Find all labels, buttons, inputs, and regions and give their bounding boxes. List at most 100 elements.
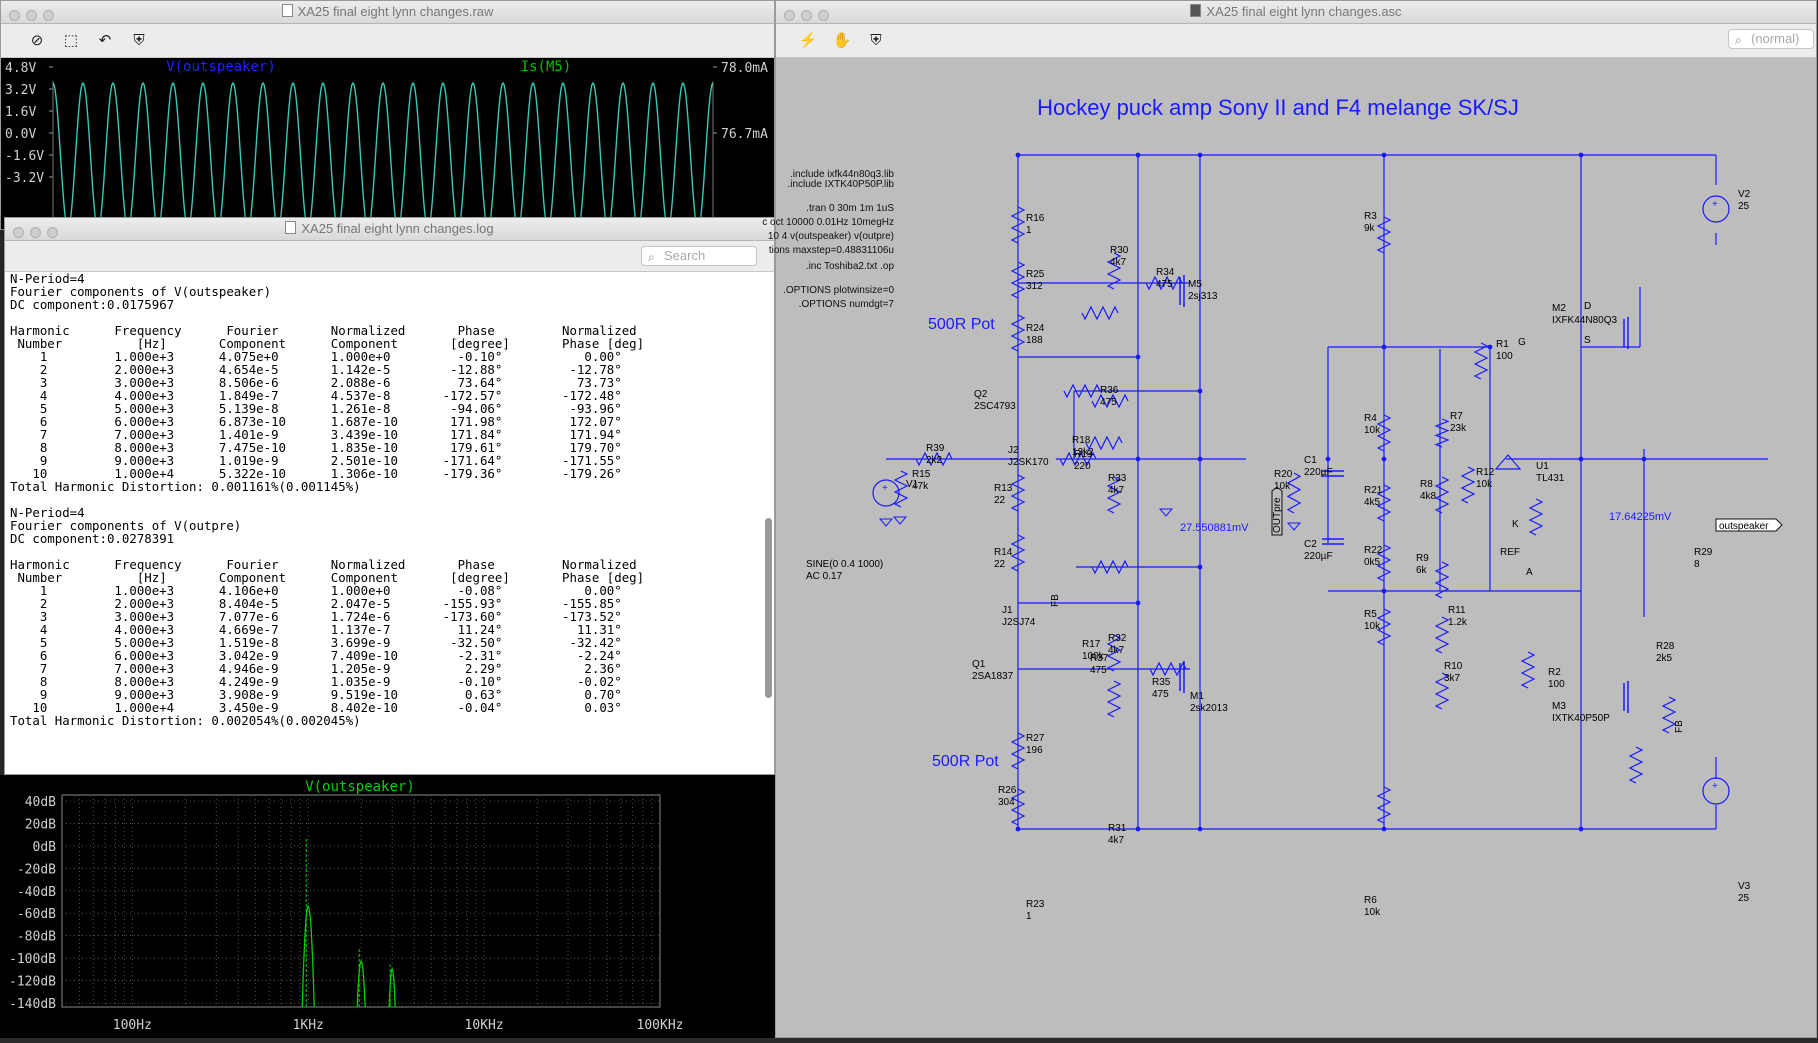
resistor-symbol[interactable] [1376, 414, 1392, 452]
component-value-r10: 3k7 [1444, 673, 1461, 684]
resistor-symbol[interactable] [1010, 474, 1026, 512]
document-icon [281, 4, 293, 17]
trace-label-outspeaker[interactable]: V(outspeaker) [166, 59, 276, 75]
resistor-symbol[interactable] [915, 451, 953, 467]
resistor-symbol[interactable] [1628, 746, 1644, 784]
resistor-symbol[interactable] [1434, 616, 1450, 654]
resistor-symbol[interactable] [1010, 732, 1026, 770]
log-search-input[interactable]: ⌕Search [641, 246, 757, 266]
resistor-symbol[interactable] [1010, 788, 1026, 826]
resistor-symbol[interactable] [1106, 634, 1122, 672]
resistor-symbol[interactable] [1106, 476, 1122, 514]
resistor-symbol[interactable] [1059, 451, 1097, 467]
close-button[interactable] [9, 10, 20, 21]
resistor-symbol[interactable] [1063, 383, 1101, 399]
mosfet-symbol[interactable] [1179, 275, 1185, 307]
resistor-symbol[interactable] [1085, 435, 1123, 451]
zoom-button[interactable] [43, 10, 54, 21]
resistor-symbol[interactable] [1520, 651, 1536, 689]
zoom-button[interactable] [818, 10, 829, 21]
net-label-outspeaker[interactable]: outspeaker [1715, 518, 1783, 532]
close-button[interactable] [784, 10, 795, 21]
minimize-button[interactable] [801, 10, 812, 21]
resistor-symbol[interactable] [1661, 696, 1677, 734]
zoom-button[interactable] [47, 227, 58, 238]
component-value-r12: 10k [1476, 479, 1493, 490]
resistor-symbol[interactable] [893, 470, 909, 508]
component-value-r18: 13k2 [1072, 447, 1094, 458]
resistor-zigzag [1059, 451, 1097, 467]
resistor-symbol[interactable] [1106, 680, 1122, 718]
resistor-symbol[interactable] [1460, 466, 1476, 504]
mosfet-symbol[interactable] [1179, 661, 1185, 693]
waveform-trace [52, 81, 714, 231]
resistor-symbol[interactable] [1376, 544, 1392, 582]
minimize-button[interactable] [26, 10, 37, 21]
schematic-search-input[interactable]: ⌕(normal) [1728, 29, 1814, 49]
mosfet-symbol[interactable] [1623, 317, 1629, 349]
resistor-zigzag [1106, 634, 1122, 672]
resistor-symbol[interactable] [1010, 261, 1026, 299]
pan-hand-icon[interactable]: ✋ [832, 32, 852, 49]
right-tick-label: 76.7mA [721, 127, 768, 142]
resistor-symbol[interactable] [1149, 661, 1187, 677]
resistor-symbol[interactable] [1091, 393, 1129, 409]
probe-icon[interactable]: ⛨ [870, 32, 882, 49]
mosfet-symbol[interactable] [1623, 681, 1629, 713]
resistor-symbol[interactable] [1010, 534, 1026, 572]
waveform-titlebar[interactable]: XA25 final eight lynn changes.raw [1, 1, 774, 24]
tl431-symbol[interactable] [1494, 454, 1522, 470]
schematic-file-icon [1190, 4, 1202, 17]
m2-pin-g: G [1518, 337, 1526, 348]
resistor-symbol[interactable] [1010, 314, 1026, 352]
run-icon[interactable]: ⚡ [798, 32, 818, 49]
voltage-source-symbol[interactable]: + [1702, 195, 1730, 223]
resistor-symbol[interactable] [1145, 275, 1183, 291]
voltage-source-symbol[interactable]: + [1702, 777, 1730, 805]
component-ref-r27: R27 [1026, 733, 1045, 744]
component-value-r24: 188 [1026, 335, 1043, 346]
resistor-symbol[interactable] [1106, 252, 1122, 290]
log-scrollbar[interactable] [765, 518, 772, 698]
resistor-symbol[interactable] [1081, 305, 1119, 321]
zoom-full-icon[interactable]: ⊘ [30, 32, 44, 49]
resistor-symbol[interactable] [1434, 672, 1450, 710]
net-label-outpre[interactable]: OUTpre [1271, 486, 1283, 536]
resistor-symbol[interactable] [1286, 472, 1302, 514]
resistor-symbol[interactable] [1434, 418, 1450, 448]
voltage-source-symbol[interactable]: + [872, 479, 900, 507]
resistor-zigzag [1376, 414, 1392, 452]
undo-zoom-icon[interactable]: ↶ [98, 32, 112, 49]
fft-y-tick-label: -80dB [17, 930, 56, 945]
minimize-button[interactable] [30, 227, 41, 238]
component-value-m2: IXFK44N80Q3 [1552, 315, 1617, 326]
close-button[interactable] [13, 227, 24, 238]
schematic-toolbar: ⚡ ✋ ⛨ ⌕(normal) [776, 24, 1816, 58]
cursor-icon[interactable]: ⛨ [133, 32, 145, 49]
fft-plot[interactable]: V(outspeaker) 40dB20dB0dB-20dB-40dB-60dB… [0, 775, 775, 1038]
resistor-symbol[interactable] [1473, 342, 1489, 380]
trace-label-ism5[interactable]: Is(M5) [521, 59, 572, 75]
component-ref-r22: R22 [1364, 545, 1383, 556]
resistor-symbol[interactable] [1376, 216, 1392, 254]
net-flag [1271, 486, 1283, 536]
autorange-icon[interactable]: ⬚ [63, 32, 79, 49]
fft-y-tick-label: -140dB [9, 997, 56, 1012]
log-titlebar[interactable]: XA25 final eight lynn changes.log [5, 218, 774, 241]
v1-sine-spec: SINE(0 0.4 1000) [806, 559, 883, 570]
resistor-symbol[interactable] [1528, 498, 1544, 536]
resistor-symbol[interactable] [1010, 206, 1026, 244]
resistor-symbol[interactable] [1376, 484, 1392, 522]
fft-trace-label[interactable]: V(outspeaker) [305, 779, 415, 795]
log-text-area[interactable]: N-Period=4 Fourier components of V(outsp… [10, 272, 760, 772]
resistor-symbol[interactable] [1434, 476, 1450, 514]
component-value-r9: 6k [1416, 565, 1428, 576]
resistor-symbol[interactable] [1091, 559, 1129, 575]
resistor-symbol[interactable] [1434, 561, 1450, 599]
junction-dot [1135, 600, 1141, 606]
resistor-symbol[interactable] [1376, 786, 1392, 824]
schematic-canvas[interactable]: Hockey puck amp Sony II and F4 melange S… [762, 57, 1818, 1039]
schematic-titlebar[interactable]: XA25 final eight lynn changes.asc [776, 1, 1816, 24]
resistor-symbol[interactable] [1376, 608, 1392, 646]
